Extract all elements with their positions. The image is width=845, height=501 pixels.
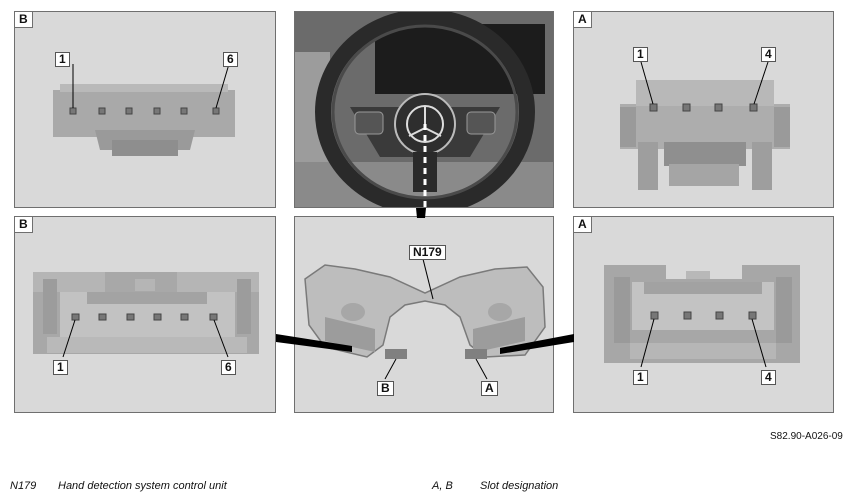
connector-a-front-illustration [620,61,790,190]
legend-text-n179: Hand detection system control unit [58,480,227,492]
component-label-n179: N179 [409,245,446,260]
slot-label-b: B [377,381,394,396]
slot-tag-b: B [15,12,33,28]
steering-wheel-photo [294,11,554,208]
connector-a-detail-illustration [604,265,800,368]
connector-b-bottom-panel: B 1 6 [14,216,276,413]
legend-text-slots: Slot designation [480,480,559,492]
slot-label-a: A [481,381,498,396]
pin-label-last: 4 [761,47,776,62]
pin-label-first: 1 [53,360,68,375]
slot-tag-b: B [15,217,33,233]
control-unit-panel: N179 B A [294,216,554,413]
pin-label-first: 1 [633,47,648,62]
connector-b-front-illustration [53,63,235,156]
slot-tag-a: A [574,12,592,28]
document-id: S82.90-A026-09 [770,431,843,442]
pin-label-first: 1 [55,52,70,67]
connector-b-detail-illustration [33,272,259,358]
connector-b-top-panel: B 1 6 [14,11,276,208]
pin-label-last: 6 [223,52,238,67]
legend-code-slots: A, B [432,480,453,492]
pin-label-last: 6 [221,360,236,375]
legend-code-n179: N179 [10,480,37,492]
steering-wheel-illustration [295,12,553,207]
connector-a-top-panel: A 1 4 [573,11,834,208]
slot-tag-a: A [574,217,592,233]
connector-a-bottom-panel: A 1 4 [573,216,834,413]
pin-label-first: 1 [633,370,648,385]
pin-label-last: 4 [761,370,776,385]
